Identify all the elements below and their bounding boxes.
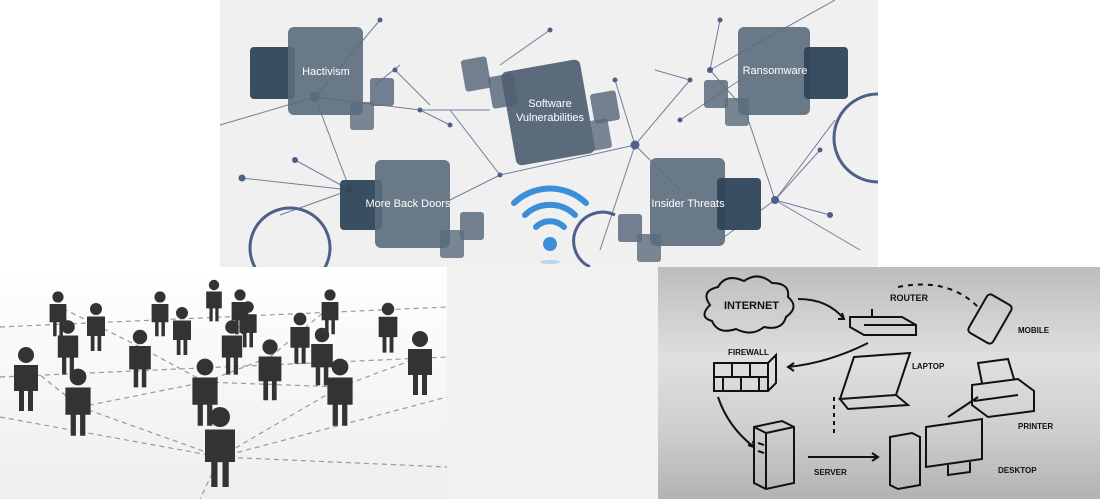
software-vulnerabilities-tile: Software Vulnerabilities bbox=[460, 56, 620, 166]
person-figure bbox=[378, 302, 398, 353]
firewall-icon bbox=[713, 352, 777, 392]
insider-threats-label: Insider Threats bbox=[651, 198, 725, 210]
wifi-icon bbox=[511, 185, 589, 230]
threat-network-graphic: Hactivism Software Vulnerabilities Ranso… bbox=[220, 0, 878, 267]
person-figure bbox=[221, 320, 243, 375]
background-filler bbox=[447, 267, 658, 499]
person-figure bbox=[65, 368, 91, 436]
person-figure bbox=[290, 312, 310, 364]
firewall-label: FIREWALL bbox=[728, 348, 769, 357]
person-figure bbox=[205, 407, 235, 487]
person-figure bbox=[151, 291, 169, 337]
decorative-rings bbox=[248, 92, 878, 267]
server-icon bbox=[753, 419, 795, 491]
printer-icon bbox=[971, 357, 1035, 419]
mobile-icon bbox=[967, 293, 1013, 345]
internet-label: INTERNET bbox=[724, 300, 779, 312]
person-figure bbox=[258, 339, 282, 401]
internet-cloud-icon bbox=[703, 275, 795, 334]
laptop-label: LAPTOP bbox=[912, 362, 945, 371]
software-label-line2: Vulnerabilities bbox=[516, 112, 585, 124]
person-figure bbox=[408, 331, 432, 395]
network-sketch-image: INTERNET ROUTER MOBILE FIREWALL LAPTOP P… bbox=[658, 267, 1100, 499]
cyber-threat-image: Hactivism Software Vulnerabilities Ranso… bbox=[220, 0, 878, 267]
people-network-image bbox=[0, 267, 447, 499]
printer-label: PRINTER bbox=[1018, 422, 1053, 431]
ransomware-tile: Ransomware bbox=[704, 27, 848, 126]
hactivism-tile: Hactivism bbox=[250, 27, 394, 130]
router-label: ROUTER bbox=[890, 293, 929, 303]
back-doors-tile: More Back Doors bbox=[340, 160, 484, 258]
software-label-line1: Software bbox=[528, 98, 571, 110]
laptop-icon bbox=[838, 351, 912, 411]
desktop-label: DESKTOP bbox=[998, 466, 1037, 475]
router-icon bbox=[849, 309, 917, 336]
insider-threats-tile: Insider Threats bbox=[618, 158, 761, 262]
person-figure bbox=[206, 279, 222, 322]
person-figure bbox=[129, 329, 151, 388]
server-label: SERVER bbox=[814, 468, 847, 477]
desktop-icon bbox=[889, 417, 983, 491]
person-figure bbox=[321, 289, 339, 335]
people-network-graphic bbox=[0, 279, 447, 499]
person-figure bbox=[311, 327, 333, 386]
mobile-label: MOBILE bbox=[1018, 326, 1050, 335]
sketch-strokes bbox=[703, 275, 1035, 491]
person-figure bbox=[173, 307, 191, 355]
wifi-reflection bbox=[540, 260, 560, 264]
person-figure bbox=[57, 320, 79, 375]
hactivism-label: Hactivism bbox=[302, 66, 350, 78]
back-doors-label: More Back Doors bbox=[366, 198, 451, 210]
person-figure bbox=[239, 301, 257, 348]
wifi-dot bbox=[543, 237, 557, 251]
network-sketch-graphic: INTERNET ROUTER MOBILE FIREWALL LAPTOP P… bbox=[658, 267, 1100, 499]
person-figure bbox=[14, 347, 38, 411]
person-figure bbox=[87, 303, 105, 351]
ransomware-label: Ransomware bbox=[743, 65, 808, 77]
people-figures bbox=[14, 279, 432, 487]
person-figure bbox=[327, 358, 353, 426]
